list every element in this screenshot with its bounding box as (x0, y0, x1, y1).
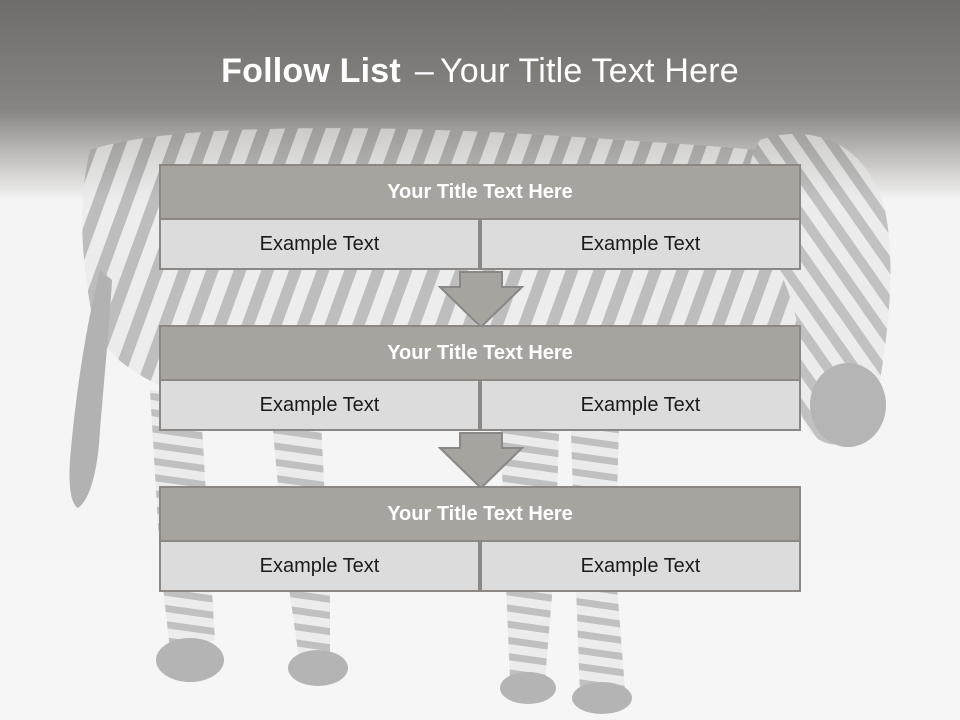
step-cell-2-left: Example Text (159, 381, 480, 431)
step-title-2: Your Title Text Here (159, 325, 801, 381)
step-title-3: Your Title Text Here (159, 486, 801, 542)
step-row-1: Example Text Example Text (159, 220, 801, 270)
step-row-2: Example Text Example Text (159, 381, 801, 431)
step-cell-2-right: Example Text (480, 381, 801, 431)
down-arrow-icon (438, 271, 524, 329)
step-row-3: Example Text Example Text (159, 542, 801, 592)
step-title-1: Your Title Text Here (159, 164, 801, 220)
step-cell-1-right: Example Text (480, 220, 801, 270)
step-cell-3-right: Example Text (480, 542, 801, 592)
slide-title: Follow List–Your Title Text Here (0, 52, 960, 91)
step-cell-3-left: Example Text (159, 542, 480, 592)
step-block-1: Your Title Text Here Example Text Exampl… (159, 164, 801, 270)
down-arrow-icon (438, 432, 524, 490)
step-block-3: Your Title Text Here Example Text Exampl… (159, 486, 801, 592)
slide-title-dash: – (414, 52, 435, 90)
slide-title-rest: Your Title Text Here (440, 52, 739, 90)
step-block-2: Your Title Text Here Example Text Exampl… (159, 325, 801, 431)
step-cell-1-left: Example Text (159, 220, 480, 270)
slide-title-bold: Follow List (221, 52, 401, 90)
